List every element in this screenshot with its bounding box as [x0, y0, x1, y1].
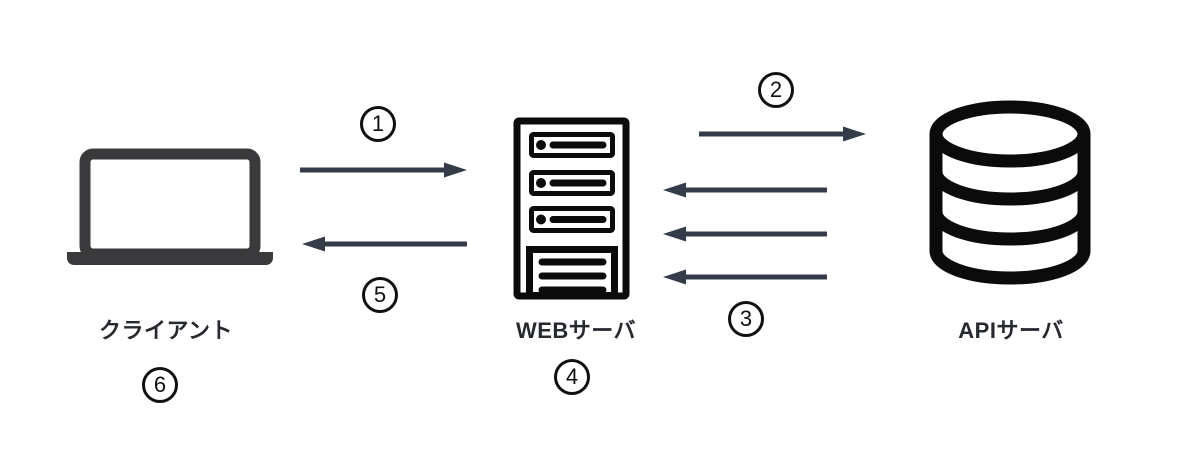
server-icon	[513, 117, 630, 300]
arrow-3a-left	[663, 182, 827, 198]
client-label: クライアント	[98, 318, 234, 343]
arrow-5-left	[302, 236, 467, 252]
web-server-label: WEBサーバ	[515, 318, 637, 343]
laptop-icon	[67, 148, 273, 265]
arrow-2-right	[699, 126, 866, 142]
api-server-label: APIサーバ	[958, 318, 1064, 343]
database-icon	[929, 100, 1091, 285]
arrow-3c-left	[663, 269, 827, 285]
flow-number-3: 3	[728, 301, 764, 337]
flow-number-4: 4	[554, 359, 590, 395]
flow-number-5: 5	[362, 277, 398, 313]
flow-number-2: 2	[758, 72, 794, 108]
flow-number-1: 1	[360, 106, 396, 142]
flow-number-6: 6	[142, 367, 178, 403]
arrow-3b-left	[663, 226, 827, 242]
arrow-1-right	[300, 162, 467, 178]
